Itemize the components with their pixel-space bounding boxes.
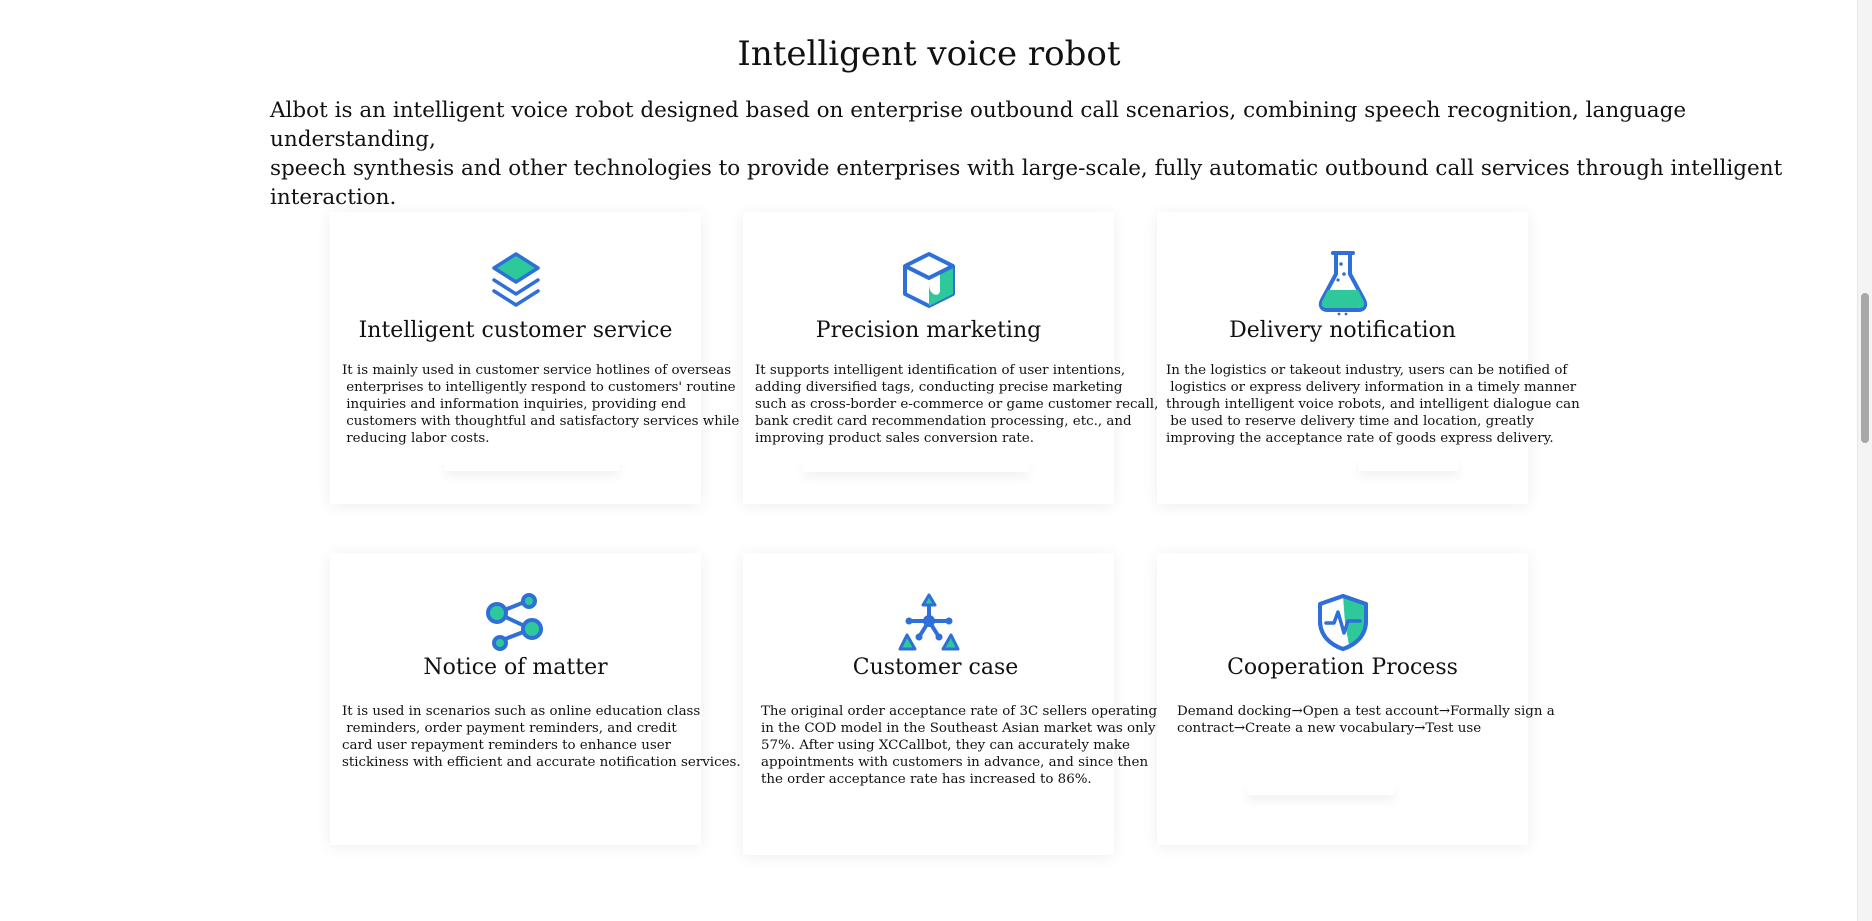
card-title: Delivery notification bbox=[1229, 318, 1456, 343]
desc-line: It is used in scenarios such as online e… bbox=[342, 704, 701, 719]
vertical-scrollbar[interactable] bbox=[1857, 0, 1872, 921]
desc-line: logistics or express delivery informatio… bbox=[1166, 380, 1577, 395]
card-divider bbox=[1247, 781, 1395, 795]
card-intelligent-customer-service[interactable]: Intelligent customer service It is mainl… bbox=[330, 212, 739, 504]
desc-line: 57%. After using XCCallbot, they can acc… bbox=[761, 738, 1130, 753]
box-icon bbox=[743, 250, 1114, 316]
card-divider bbox=[1359, 457, 1459, 471]
desc-line: bank credit card recommendation processi… bbox=[755, 414, 1132, 429]
desc-line: such as cross-border e-commerce or game … bbox=[755, 397, 1159, 412]
card-description: It supports intelligent identification o… bbox=[755, 362, 1158, 447]
intro-line-2: speech synthesis and other technologies … bbox=[270, 156, 1783, 210]
network-triangle-icon bbox=[743, 593, 1114, 659]
desc-line: Demand docking→Open a test account→Forma… bbox=[1177, 704, 1555, 719]
flask-icon bbox=[1157, 250, 1528, 316]
section-title: Intelligent voice robot bbox=[737, 34, 1121, 74]
desc-line: improving product sales conversion rate. bbox=[755, 431, 1034, 446]
card-description: It is mainly used in customer service ho… bbox=[342, 362, 739, 447]
desc-line: It is mainly used in customer service ho… bbox=[342, 363, 732, 378]
desc-line: be used to reserve delivery time and loc… bbox=[1166, 414, 1534, 429]
card-description: Demand docking→Open a test account→Forma… bbox=[1177, 703, 1555, 737]
section-intro: Albot is an intelligent voice robot desi… bbox=[270, 96, 1810, 212]
desc-line: It supports intelligent identification o… bbox=[755, 363, 1126, 378]
card-title: Customer case bbox=[852, 655, 1019, 680]
card-delivery-notification[interactable]: Delivery notification In the logistics o… bbox=[1157, 212, 1580, 504]
shield-pulse-icon bbox=[1157, 593, 1528, 659]
card-description: It is used in scenarios such as online e… bbox=[342, 703, 741, 771]
card-precision-marketing[interactable]: Precision marketing It supports intellig… bbox=[743, 212, 1158, 504]
desc-line: reminders, order payment reminders, and … bbox=[342, 721, 677, 736]
card-divider bbox=[444, 457, 620, 471]
card-notice-of-matter[interactable]: Notice of matter It is used in scenarios… bbox=[330, 553, 741, 845]
card-customer-case[interactable]: Customer case The original order accepta… bbox=[743, 553, 1157, 855]
desc-line: the order acceptance rate has increased … bbox=[761, 772, 1092, 787]
desc-line: card user repayment reminders to enhance… bbox=[342, 738, 672, 753]
scrollbar-thumb[interactable] bbox=[1861, 293, 1869, 443]
desc-line: through intelligent voice robots, and in… bbox=[1166, 397, 1580, 412]
desc-line: contract→Create a new vocabulary→Test us… bbox=[1177, 721, 1482, 736]
desc-line: adding diversified tags, conducting prec… bbox=[755, 380, 1123, 395]
layers-icon bbox=[330, 250, 701, 316]
desc-line: The original order acceptance rate of 3C… bbox=[761, 704, 1158, 719]
desc-line: improving the acceptance rate of goods e… bbox=[1166, 431, 1554, 446]
intro-line-1: Albot is an intelligent voice robot desi… bbox=[270, 98, 1687, 152]
card-title: Precision marketing bbox=[815, 318, 1042, 343]
share-nodes-icon bbox=[330, 593, 701, 659]
card-divider bbox=[803, 458, 1029, 472]
card-title: Notice of matter bbox=[423, 655, 608, 680]
card-description: The original order acceptance rate of 3C… bbox=[761, 703, 1157, 788]
desc-line: reducing labor costs. bbox=[342, 431, 490, 446]
desc-line: appointments with customers in advance, … bbox=[761, 755, 1149, 770]
desc-line: stickiness with efficient and accurate n… bbox=[342, 755, 741, 770]
desc-line: in the COD model in the Southeast Asian … bbox=[761, 721, 1156, 736]
card-description: In the logistics or takeout industry, us… bbox=[1166, 362, 1580, 447]
card-title: Cooperation Process bbox=[1227, 655, 1458, 680]
desc-line: inquiries and information inquiries, pro… bbox=[342, 397, 687, 412]
card-cooperation-process[interactable]: Cooperation Process Demand docking→Open … bbox=[1157, 553, 1555, 845]
desc-line: In the logistics or takeout industry, us… bbox=[1166, 363, 1568, 378]
desc-line: enterprises to intelligently respond to … bbox=[342, 380, 736, 395]
desc-line: customers with thoughtful and satisfacto… bbox=[342, 414, 740, 429]
card-title: Intelligent customer service bbox=[358, 318, 673, 343]
